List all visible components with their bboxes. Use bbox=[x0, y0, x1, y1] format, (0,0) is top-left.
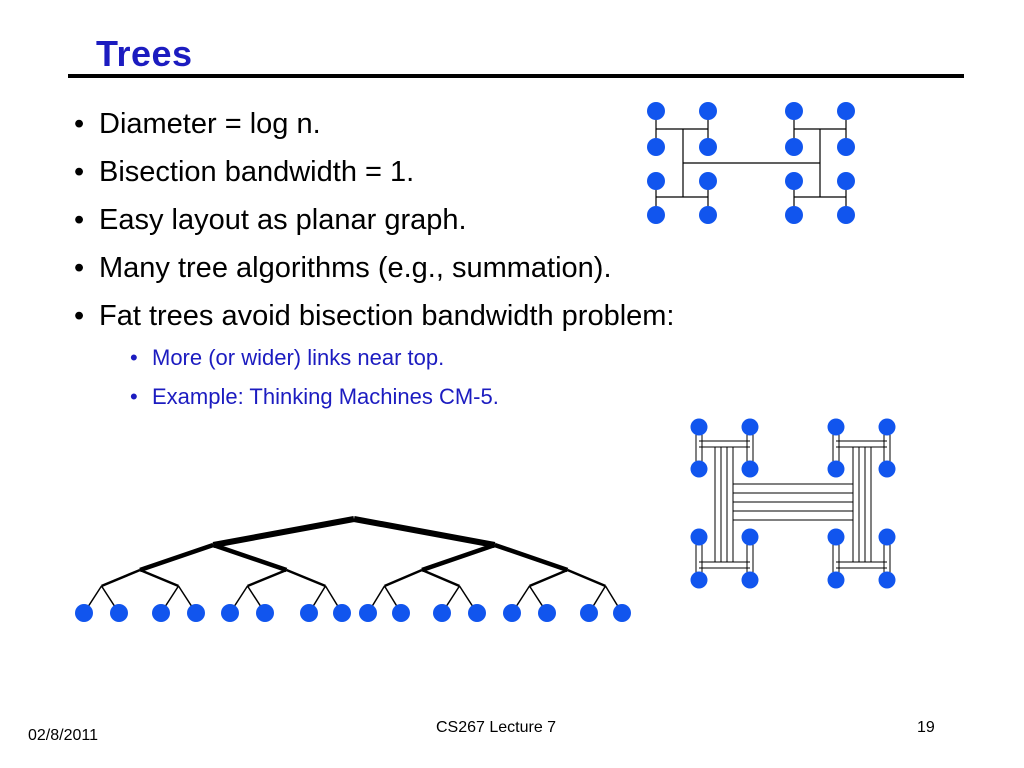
tree-node bbox=[827, 418, 845, 436]
bullet-item: • Fat trees avoid bisection bandwidth pro… bbox=[74, 300, 674, 333]
tree-node bbox=[741, 528, 759, 546]
bullet-dot: • bbox=[74, 300, 85, 332]
tree-edge bbox=[139, 542, 214, 573]
tree-edge bbox=[421, 542, 496, 573]
tree-edge bbox=[421, 568, 460, 588]
bullet-text: Fat trees avoid bisection bandwidth prob… bbox=[99, 300, 675, 332]
tree-node bbox=[878, 571, 896, 589]
slide-title: Trees bbox=[96, 33, 193, 74]
tree-node bbox=[741, 418, 759, 436]
tree-node bbox=[878, 418, 896, 436]
tree-node bbox=[152, 604, 170, 622]
bullet-text: Easy layout as planar graph. bbox=[99, 204, 467, 236]
tree-node bbox=[785, 206, 803, 224]
tree-node bbox=[503, 604, 521, 622]
tree-node bbox=[699, 102, 717, 120]
sub-bullet-item: • More (or wider) links near top. bbox=[130, 345, 444, 371]
bullet-text: Diameter = log n. bbox=[99, 108, 321, 140]
h-tree-diagram bbox=[647, 102, 855, 224]
bullet-dot: • bbox=[74, 156, 85, 188]
tree-node bbox=[699, 206, 717, 224]
bullet-item: • Easy layout as planar graph. bbox=[74, 204, 467, 237]
tree-node bbox=[827, 571, 845, 589]
tree-node bbox=[580, 604, 598, 622]
tree-node bbox=[699, 138, 717, 156]
bullet-dot: • bbox=[74, 252, 85, 284]
fat-h-tree-diagram bbox=[690, 418, 896, 589]
tree-node bbox=[433, 604, 451, 622]
bullet-text: Many tree algorithms (e.g., summation). bbox=[99, 252, 612, 284]
tree-node bbox=[75, 604, 93, 622]
tree-node bbox=[699, 172, 717, 190]
tree-node bbox=[837, 102, 855, 120]
tree-node bbox=[785, 138, 803, 156]
tree-edge bbox=[212, 542, 288, 573]
tree-node bbox=[785, 102, 803, 120]
bullet-item: • Diameter = log n. bbox=[74, 108, 321, 141]
tree-edge bbox=[494, 542, 569, 573]
tree-node bbox=[837, 138, 855, 156]
tree-node bbox=[256, 604, 274, 622]
tree-node bbox=[690, 418, 708, 436]
tree-node bbox=[690, 528, 708, 546]
tree-node bbox=[785, 172, 803, 190]
tree-node bbox=[878, 460, 896, 478]
bullet-item: • Many tree algorithms (e.g., summation). bbox=[74, 252, 612, 285]
sub-bullet-text: Example: Thinking Machines CM-5. bbox=[152, 384, 499, 409]
footer-course: CS267 Lecture 7 bbox=[436, 719, 557, 736]
tree-node bbox=[878, 528, 896, 546]
tree-node bbox=[468, 604, 486, 622]
tree-node bbox=[647, 206, 665, 224]
fat-tree-diagram bbox=[75, 516, 631, 622]
tree-node bbox=[392, 604, 410, 622]
tree-node bbox=[300, 604, 318, 622]
tree-edge bbox=[286, 568, 326, 588]
tree-edge bbox=[247, 568, 287, 588]
tree-node bbox=[613, 604, 631, 622]
tree-node bbox=[827, 528, 845, 546]
tree-node bbox=[359, 604, 377, 622]
tree-edge bbox=[529, 568, 568, 588]
bullet-item: • Bisection bandwidth = 1. bbox=[74, 156, 414, 189]
tree-node bbox=[538, 604, 556, 622]
tree-edge bbox=[353, 516, 496, 548]
tree-node bbox=[690, 571, 708, 589]
tree-node bbox=[221, 604, 239, 622]
tree-node bbox=[741, 571, 759, 589]
sub-bullet-text: More (or wider) links near top. bbox=[152, 345, 445, 370]
tree-edge bbox=[101, 568, 141, 588]
tree-node bbox=[187, 604, 205, 622]
tree-edge bbox=[567, 568, 606, 588]
bullet-dot: • bbox=[74, 204, 85, 236]
tree-node bbox=[647, 102, 665, 120]
tree-edge bbox=[212, 516, 355, 548]
bullet-dot: • bbox=[130, 384, 138, 409]
footer-page-number: 19 bbox=[917, 719, 935, 736]
bullet-text: Bisection bandwidth = 1. bbox=[99, 156, 415, 188]
title-underline bbox=[68, 74, 964, 78]
tree-node bbox=[837, 206, 855, 224]
sub-bullet-item: • Example: Thinking Machines CM-5. bbox=[130, 384, 499, 410]
tree-node bbox=[647, 172, 665, 190]
tree-node bbox=[690, 460, 708, 478]
tree-node bbox=[837, 172, 855, 190]
bullet-dot: • bbox=[74, 108, 85, 140]
footer-date: 02/8/2011 bbox=[28, 727, 98, 744]
tree-node bbox=[741, 460, 759, 478]
tree-node bbox=[647, 138, 665, 156]
tree-edge bbox=[139, 568, 179, 588]
tree-node bbox=[333, 604, 351, 622]
bullet-dot: • bbox=[130, 345, 138, 370]
tree-node bbox=[110, 604, 128, 622]
tree-node bbox=[827, 460, 845, 478]
tree-edge bbox=[384, 568, 423, 588]
